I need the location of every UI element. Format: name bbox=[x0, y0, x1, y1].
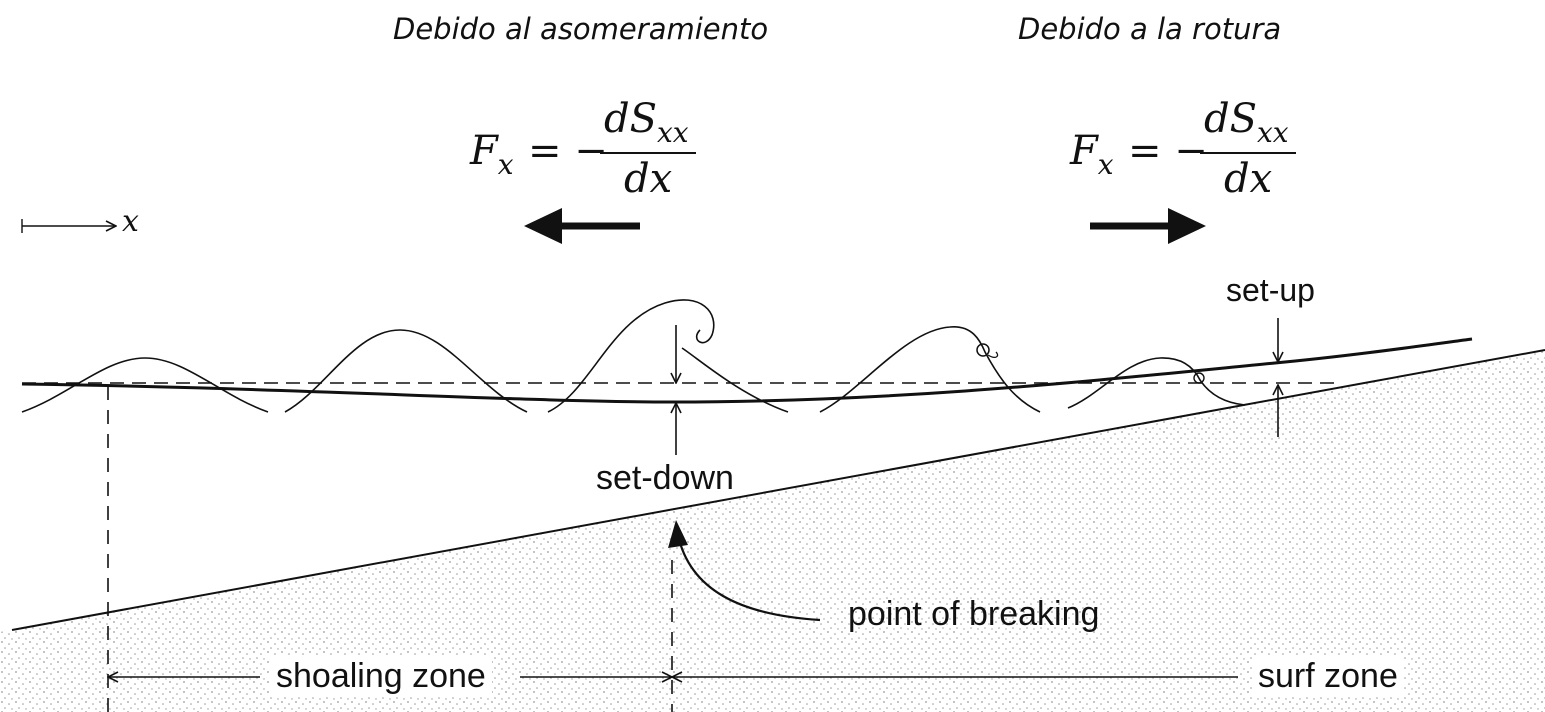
eq-left-numerator-subscript: xx bbox=[657, 116, 689, 149]
shoaling-zone-label: shoaling zone bbox=[270, 656, 492, 696]
beach-slope-line bbox=[11, 349, 1545, 631]
set-down-label: set-down bbox=[596, 459, 734, 497]
surf-zone-label: surf zone bbox=[1252, 656, 1404, 696]
point-of-breaking-label: point of breaking bbox=[848, 595, 1100, 633]
eq-right-symbol: F bbox=[1070, 128, 1098, 174]
heading-shoaling: Debido al asomeramiento bbox=[393, 12, 769, 46]
mean-water-level bbox=[21, 337, 1473, 404]
eq-left-subscript: x bbox=[497, 148, 514, 181]
foam-curl-1 bbox=[976, 343, 990, 357]
foam-curl-2 bbox=[1193, 372, 1205, 384]
wave-4-broken bbox=[819, 326, 1041, 413]
breaking-pointer-head bbox=[668, 520, 688, 548]
eq-left-denominator: dx bbox=[624, 156, 673, 202]
breaking-pointer-arrow bbox=[676, 534, 821, 622]
x-axis-label: x bbox=[122, 204, 139, 239]
force-arrow-left-head bbox=[524, 208, 562, 244]
wave-1 bbox=[21, 357, 269, 413]
wave-5-bore bbox=[1067, 357, 1246, 409]
eq-left-operator: = − bbox=[528, 128, 608, 174]
wave-3-breaking bbox=[547, 299, 789, 413]
beach-sand bbox=[0, 350, 1545, 712]
set-up-label: set-up bbox=[1226, 272, 1315, 308]
force-arrow-right-head bbox=[1168, 208, 1206, 244]
eq-left-symbol: F bbox=[470, 128, 498, 174]
eq-right-fraction-bar bbox=[1200, 152, 1296, 154]
wave-2 bbox=[284, 329, 528, 413]
equation-left: Fx = − dSxx dx bbox=[470, 96, 710, 206]
eq-right-denominator: dx bbox=[1224, 156, 1273, 202]
heading-breaking: Debido a la rotura bbox=[1018, 12, 1282, 46]
eq-right-operator: = − bbox=[1128, 128, 1208, 174]
eq-right-numerator: dS bbox=[1204, 96, 1258, 142]
eq-left-fraction-bar bbox=[600, 152, 696, 154]
eq-right-numerator-subscript: xx bbox=[1257, 116, 1289, 149]
equation-right: Fx = − dSxx dx bbox=[1070, 96, 1310, 206]
eq-right-subscript: x bbox=[1097, 148, 1114, 181]
eq-left-numerator: dS bbox=[604, 96, 658, 142]
foam-bore-1 bbox=[987, 351, 999, 358]
